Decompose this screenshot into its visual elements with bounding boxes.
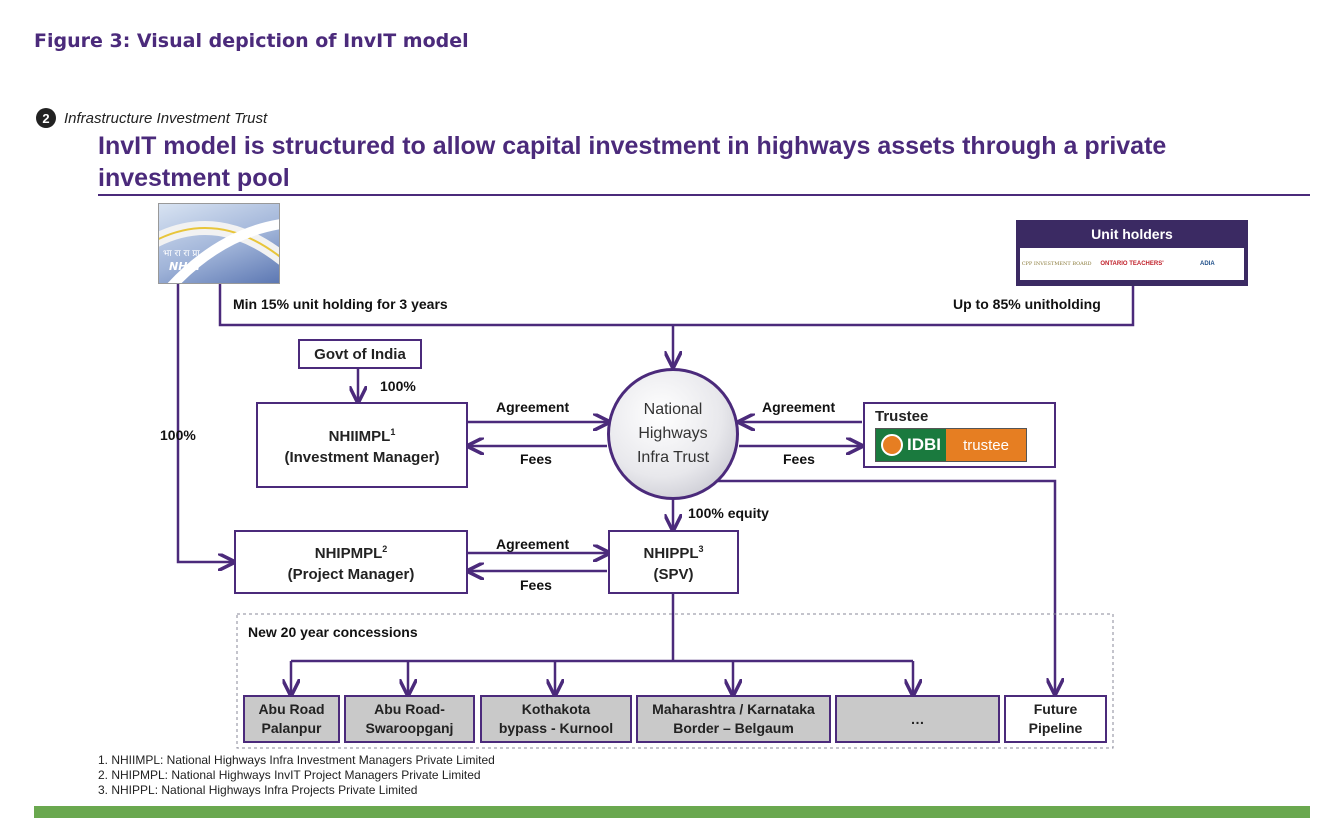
govt-100-label: 100% [380,378,416,394]
nhiimpl-role: (Investment Manager) [284,449,440,466]
project-line-1: Abu Road [258,701,325,717]
figure-title: Figure 3: Visual depiction of InvIT mode… [34,30,469,52]
concessions-label: New 20 year concessions [248,624,418,640]
nhippl-sup: 3 [698,544,704,554]
nhai-100-label: 100% [160,427,196,443]
nhiimpl-sup: 1 [390,427,396,437]
unit-holders-title: Unit holders [1091,226,1173,242]
trust-line-3: Infra Trust [636,449,710,466]
nhippl-role: (SPV) [653,566,694,583]
up-to-holding-label: Up to 85% unitholding [953,296,1101,312]
nhipmpl-box: NHIPMPL2 (Project Manager) [234,530,468,594]
agreement-trustee-label: Agreement [762,399,836,415]
section-number: 2 [36,108,56,128]
ontario-teachers-logo: ONTARIO TEACHERS' [1100,261,1164,267]
nhipmpl-role: (Project Manager) [287,566,415,583]
idbi-text: IDBI [907,435,941,454]
road-graphic-icon [159,219,279,283]
section-label: Infrastructure Investment Trust [64,109,268,127]
min-holding-label: Min 15% unit holding for 3 years [233,296,448,312]
footnote-1: 1. NHIIMPL: National Highways Infra Inve… [98,753,495,767]
project-line-2: Palanpur [261,720,322,736]
project-future-pipeline: Future Pipeline [1004,695,1107,743]
footnote-2: 2. NHIPMPL: National Highways InvIT Proj… [98,768,481,782]
nhiimpl-box: NHIIMPL1 (Investment Manager) [256,402,468,488]
project-line-1: Maharashtra / Karnataka [652,701,815,717]
govt-of-india-box: Govt of India [298,339,422,369]
project-line-1: … [910,710,925,727]
nhippl-box: NHIPPL3 (SPV) [608,530,739,594]
headline-line-1: InvIT model is structured to allow capit… [98,132,1167,160]
project-line-1: Future [1033,701,1078,717]
section-tag: 2 Infrastructure Investment Trust [36,108,267,128]
project-kothakota-kurnool: Kothakota bypass - Kurnool [480,695,632,743]
fees-trustee-label: Fees [783,451,815,467]
project-line-1: Abu Road- [374,701,445,717]
project-line-2: Border – Belgaum [673,720,794,736]
project-line-2: bypass - Kurnool [498,720,614,736]
footnote-3: 3. NHIPPL: National Highways Infra Proje… [98,783,418,797]
nhippl-name: NHIPPL [643,545,699,562]
fees-im-label: Fees [520,451,552,467]
national-highways-infra-trust: National Highways Infra Trust [607,368,739,500]
headline: InvIT model is structured to allow capit… [98,130,1288,194]
project-line-1: Kothakota [521,701,591,717]
fees-pm-label: Fees [520,577,552,593]
idbi-emblem-icon [881,434,903,456]
project-line-2: Pipeline [1028,720,1083,736]
adia-logo: ADIA [1199,261,1215,267]
headline-line-2: investment pool [98,164,290,192]
trust-line-1: National [643,401,703,418]
unit-holders-box: Unit holders CPP INVESTMENT BOARD ONTARI… [1016,220,1248,286]
nhai-logo: भा रा रा प्रा NHAI [158,203,280,284]
project-maharashtra-karnataka: Maharashtra / Karnataka Border – Belgaum [636,695,831,743]
trustee-text: trustee [946,429,1026,461]
headline-rule [98,194,1310,196]
cpp-logo: CPP INVESTMENT BOARD [1021,261,1092,267]
nhipmpl-name: NHIPMPL [314,545,383,562]
project-line-2: Swaroopganj [365,720,454,736]
nhai-devanagari: भा रा रा प्रा [163,249,200,259]
agreement-pm-label: Agreement [496,536,570,552]
nhai-text: NHAI [169,260,201,273]
project-abu-road-swaroopganj: Abu Road- Swaroopganj [344,695,475,743]
agreement-im-label: Agreement [496,399,570,415]
idbi-trustee-logo: IDBI trustee [875,428,1027,462]
project-abu-road-palanpur: Abu Road Palanpur [243,695,340,743]
equity-label: 100% equity [688,505,769,521]
project-more: … [835,695,1000,743]
trustee-title: Trustee [875,408,929,425]
govt-label: Govt of India [314,345,406,363]
footer-accent-bar [34,806,1310,818]
nhipmpl-sup: 2 [382,544,388,554]
trustee-box: Trustee IDBI trustee [863,402,1056,468]
trust-line-2: Highways [638,425,708,442]
nhiimpl-name: NHIIMPL [328,428,391,445]
